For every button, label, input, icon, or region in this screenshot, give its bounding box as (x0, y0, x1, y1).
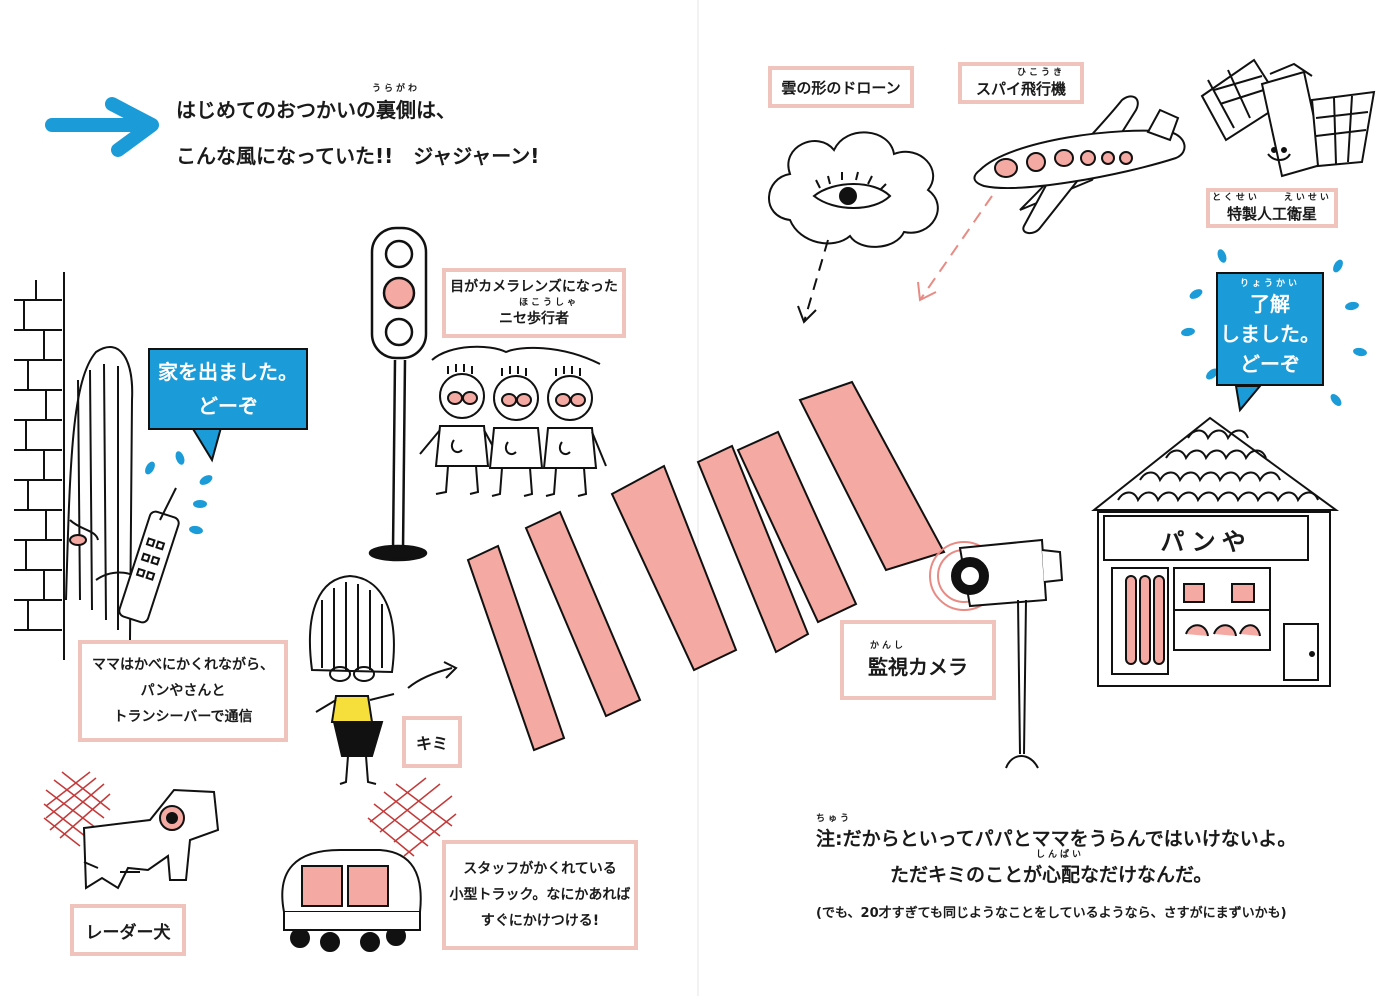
label-mama: ママはかべにかくれながら、 パンやさんと トランシーバーで通信 (78, 640, 288, 742)
intro-heading-line2: こんな風になっていた!! ジャジャーン! (176, 144, 540, 168)
label-camera-ruby: かんし (869, 640, 906, 651)
speech-bubble-bakery-line1: 了解 (1250, 292, 1290, 316)
label-fake-walker-ruby: ほこうしゃ (518, 298, 579, 308)
intro-text-line1: はじめてのおつかいの裏側は、 (176, 98, 456, 122)
label-mama-line1: ママはかべにかくれながら、 (92, 657, 274, 673)
bakery-building (1091, 416, 1340, 687)
speech-bubble-bakery-ruby: りょうかい (1239, 279, 1300, 289)
intro-ruby: うらがわ (372, 84, 421, 94)
fake-pedestrians (419, 345, 607, 497)
cloud-drone (768, 131, 939, 324)
label-cloud-drone: 雲の形のドローン (768, 66, 914, 108)
speech-bubble-mama-line1: 家を出ました。 (158, 360, 298, 384)
label-satellite-text: 特製人工衛星 (1226, 204, 1317, 223)
label-satellite: とくせい えいせい 特製人工衛星 (1206, 188, 1338, 228)
label-truck-line1: スタッフがかくれている (463, 861, 617, 877)
speech-bubble-bakery: りょうかい 了解 しました。 どーぞ (1216, 272, 1324, 386)
label-cloud-drone-text: 雲の形のドローン (781, 78, 901, 97)
bubble-tail-bakery (1234, 385, 1263, 413)
note-line1: ちゅう 注:だからといってパパとママをうらんではいけないよ。 (816, 814, 1296, 851)
satellite-icon (1200, 58, 1376, 178)
label-kimi: キミ (402, 716, 462, 768)
label-fake-walker-line1: 目がカメラレンズになった (450, 279, 618, 295)
label-mama-line3: トランシーバーで通信 (113, 709, 253, 725)
kimi-figure (308, 574, 458, 785)
note-line2-ruby: しんぱい (1036, 850, 1085, 860)
brick-wall (14, 272, 65, 660)
label-spy-plane: ひこうき スパイ飛行機 (958, 62, 1084, 104)
label-satellite-ruby: とくせい えいせい (1212, 192, 1332, 203)
blue-arrow-icon (45, 97, 159, 157)
traffic-light (368, 226, 428, 562)
speech-bubble-mama: 家を出ました。 どーぞ (148, 348, 308, 430)
label-mama-line2: パンやさんと (140, 683, 226, 699)
label-radar-dog-text: レーダー犬 (85, 922, 171, 943)
label-camera: かんし 監視カメラ (840, 620, 996, 700)
note-line3: (でも、20才すぎても同じようなことをしているようなら、さすがにまずいかも) (816, 906, 1287, 921)
drops-icon (145, 451, 213, 535)
label-fake-walker: 目がカメラレンズになった ほこうしゃ ニセ歩行者 (442, 268, 626, 338)
label-truck: スタッフがかくれている 小型トラック。なにかあれば すぐにかけつける! (442, 840, 638, 950)
crosswalk (466, 380, 946, 752)
bakery-sign: パンや (1160, 528, 1252, 556)
speech-bubble-mama-line2: どーぞ (198, 394, 258, 418)
speech-bubble-bakery-line3: どーぞ (1240, 352, 1300, 376)
transceiver-icon (118, 487, 180, 624)
speech-bubble-bakery-line2: しました。 (1220, 322, 1320, 346)
drops-icon-bakery (1181, 249, 1367, 406)
radar-dog (43, 771, 220, 890)
label-kimi-text: キミ (415, 734, 448, 753)
surveillance-camera (929, 538, 1064, 769)
note-line2-text: ただキミのことが心配なだけなんだ。 (890, 864, 1213, 886)
intro-heading-line1: うらがわ はじめてのおつかいの裏側は、 (176, 84, 456, 123)
label-camera-text: 監視カメラ (868, 654, 968, 679)
label-fake-walker-line2: ニセ歩行者 (499, 311, 569, 327)
label-spy-plane-text: スパイ飛行機 (975, 79, 1066, 98)
mama-figure (65, 346, 141, 641)
label-truck-line2: 小型トラック。なにかあれば (449, 887, 631, 903)
note-line2: しんぱい ただキミのことが心配なだけなんだ。 (890, 850, 1212, 887)
label-radar-dog: レーダー犬 (70, 904, 186, 956)
note-line1-ruby: ちゅう (816, 814, 853, 824)
staff-truck (281, 777, 457, 952)
note-line1-text: 注:だからといってパパとママをうらんではいけないよ。 (816, 828, 1297, 850)
label-spy-plane-ruby: ひこうき (1016, 67, 1065, 78)
label-truck-line3: すぐにかけつける! (480, 913, 600, 929)
spy-plane (917, 95, 1186, 302)
